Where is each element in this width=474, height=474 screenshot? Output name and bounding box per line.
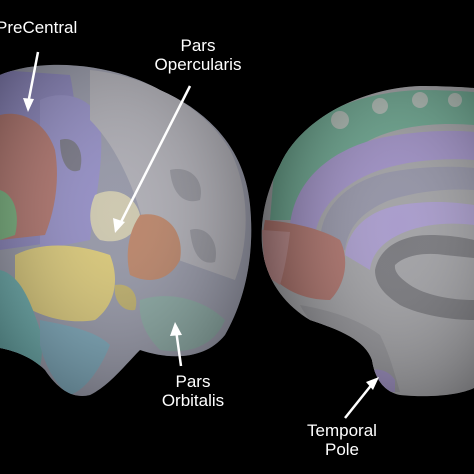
pars-opercularis-arrow [118, 85, 192, 225]
pars-orbitalis-label-line2: Orbitalis [161, 391, 225, 410]
pars-orbitalis-label: Pars Orbitalis [148, 372, 238, 410]
precentral-label-line1: PreCentral [0, 18, 78, 37]
precentral-arrowhead [23, 98, 34, 112]
pars-orbitalis-label-line1: Pars [175, 372, 211, 391]
temporal-pole-arrow [344, 382, 374, 419]
temporal-pole-label-line2: Pole [324, 440, 360, 459]
lateral-hemisphere [0, 64, 252, 396]
pars-opercularis-arrowhead [113, 218, 125, 233]
pars-opercularis-label: Pars Opercularis [138, 36, 258, 74]
precentral-label: PreCentral [0, 18, 77, 37]
temporal-pole-label: Temporal Pole [292, 421, 392, 459]
temporal-pole-label-line1: Temporal [307, 421, 377, 440]
pars-opercularis-label-line2: Opercularis [154, 55, 242, 74]
pars-opercularis-label-line1: Pars [180, 36, 216, 55]
annotation-arrows [23, 51, 379, 419]
pars-orbitalis-arrow [174, 329, 183, 367]
temporal-pole-arrowhead [366, 377, 379, 390]
pars-orbitalis-arrowhead [170, 322, 182, 336]
precentral-arrow [26, 51, 40, 105]
medial-hemisphere [261, 86, 474, 397]
